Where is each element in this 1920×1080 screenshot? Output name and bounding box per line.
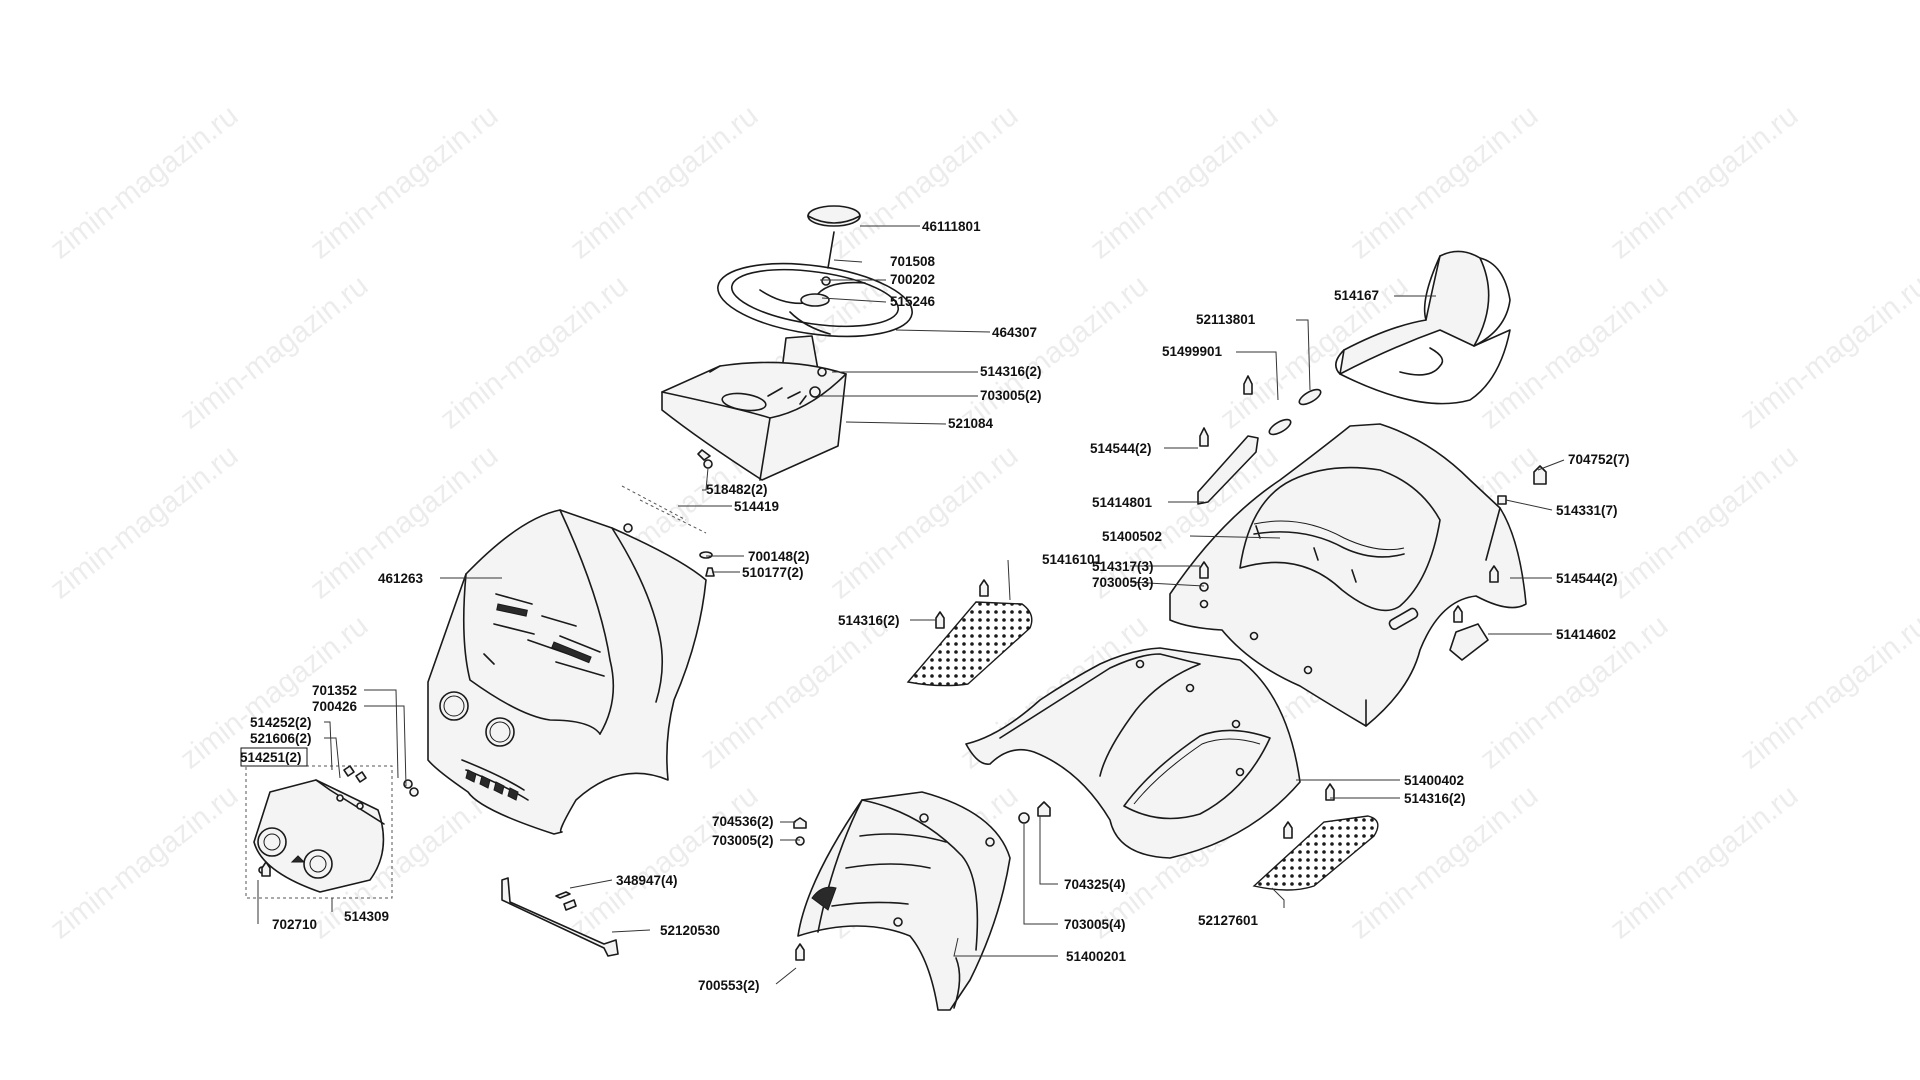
callout-514251-box [240,747,308,767]
callout-51400201: 51400201 [1066,949,1127,964]
left-footrest-part [906,601,1033,687]
right-footrest-part [1252,815,1379,891]
callout-52113801: 52113801 [1196,312,1256,327]
watermark-text: zimin-magazin.ru [1734,609,1920,776]
watermark-text: zimin-magazin.ru [1604,99,1804,266]
watermark-text: zimin-magazin.ru [824,439,1024,606]
callout-514317-3: 514317(3) [1092,559,1154,574]
callout-521084: 521084 [948,416,994,431]
watermark-text: zimin-magazin.ru [44,439,244,606]
callout-514309: 514309 [344,909,389,924]
callout-700148-2: 700148(2) [748,549,810,564]
callout-701508: 701508 [890,254,936,269]
hood-fasteners [623,523,715,577]
callout-52127601: 52127601 [1198,913,1259,928]
watermark-text: zimin-magazin.ru [1604,779,1804,946]
callout-514316-2b: 514316(2) [838,613,900,628]
steering-bolt-part [821,231,835,286]
watermark-text: zimin-magazin.ru [1344,99,1544,266]
callout-514316-2c: 514316(2) [1404,791,1466,806]
rear-fender-part [1169,423,1527,727]
callout-461263: 461263 [378,571,424,586]
callout-514419: 514419 [734,499,779,514]
callout-700426: 700426 [312,699,358,714]
callout-703005-2b: 703005(2) [712,833,774,848]
headlight-housing-part [245,765,419,899]
callout-51416101: 51416101 [1042,552,1103,567]
callout-703005-2: 703005(2) [980,388,1042,403]
watermark-text: zimin-magazin.ru [564,99,764,266]
callout-700553-2: 700553(2) [698,978,760,993]
callout-704536-2: 704536(2) [712,814,774,829]
floor-panel-part [965,647,1301,859]
callout-703005-3: 703005(3) [1092,575,1154,590]
small-hardware-parts [261,375,1547,961]
watermark-text: zimin-magazin.ru [304,99,504,266]
callout-514252-2: 514252(2) [250,715,312,730]
watermark-text: zimin-magazin.ru [1084,99,1284,266]
callout-514331-7: 514331(7) [1556,503,1618,518]
watermark-text: zimin-magazin.ru [1734,269,1920,436]
callout-46111801: 46111801 [922,219,981,234]
callout-51414801: 51414801 [1092,495,1153,510]
callout-348947-4: 348947(4) [616,873,678,888]
watermark-text: zimin-magazin.ru [694,609,894,776]
fender-mount-part [1197,435,1489,661]
steering-cap-part [807,205,861,227]
watermark-text: zimin-magazin.ru [564,779,764,946]
seat-part [1335,250,1511,405]
watermark-text: zimin-magazin.ru [174,269,374,436]
callout-701352: 701352 [312,683,357,698]
callout-703005-4: 703005(4) [1064,917,1126,932]
callout-521606-2: 521606(2) [250,731,312,746]
callout-514544-2b: 514544(2) [1556,571,1618,586]
callout-510177-2: 510177(2) [742,565,804,580]
watermark-text: zimin-magazin.ru [44,779,244,946]
callout-514251-2: 514251(2) [240,750,302,765]
callout-51499901: 51499901 [1162,344,1223,359]
callout-700202: 700202 [890,272,935,287]
front-panel-part [797,791,1011,1011]
watermark-text: zimin-magazin.ru [954,269,1154,436]
callout-514544-2: 514544(2) [1090,441,1152,456]
callout-704752-7: 704752(7) [1568,452,1630,467]
callout-52120530: 52120530 [660,923,720,938]
callout-51414602: 51414602 [1556,627,1616,642]
mounting-bracket-part [501,877,619,957]
callout-51400402: 51400402 [1404,773,1464,788]
callout-514316-2: 514316(2) [980,364,1042,379]
watermark-text: zimin-magazin.ru [44,99,244,266]
callout-518482-2: 518482(2) [706,482,768,497]
watermark-text: zimin-magazin.ru [824,99,1024,266]
callout-702710: 702710 [272,917,317,932]
hood-part [427,509,707,835]
dashboard-cover-part [661,361,847,481]
watermark-text: zimin-magazin.ru [1604,439,1804,606]
callout-514167: 514167 [1334,288,1379,303]
callout-labels: 46111801 701508 700202 515246 464307 514… [240,219,1630,993]
callout-464307: 464307 [992,325,1037,340]
callout-515246: 515246 [890,294,936,309]
callout-51400502: 51400502 [1102,529,1162,544]
watermark-text: zimin-magazin.ru [434,269,634,436]
callout-704325-4: 704325(4) [1064,877,1126,892]
leader-lines [257,225,1565,985]
